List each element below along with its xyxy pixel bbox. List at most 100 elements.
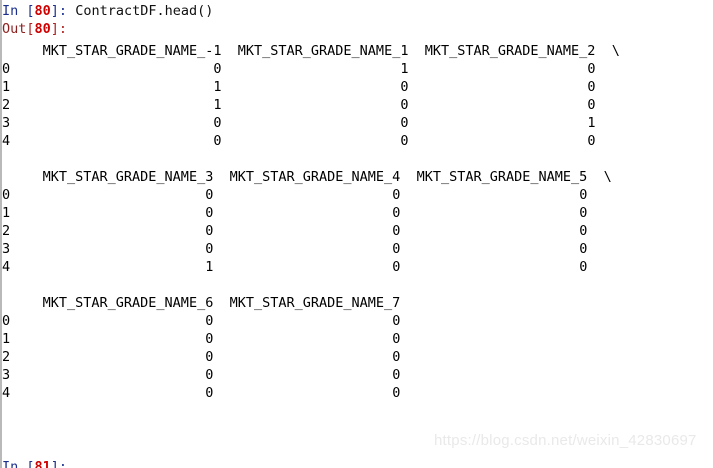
cell-value: 0 — [392, 259, 401, 275]
column-header: MKT_STAR_GRADE_NAME_7 — [229, 295, 401, 311]
cell-value: 0 — [205, 313, 214, 329]
column-header: MKT_STAR_GRADE_NAME_2 — [424, 43, 596, 59]
next-in-prompt-number: 81 — [34, 459, 51, 468]
cell-value: 0 — [392, 205, 401, 221]
dataframe-data-row: 3 0 0 — [2, 366, 713, 384]
csdn-watermark: https://blog.csdn.net/weixin_42830697 — [434, 432, 697, 449]
cell-value: 0 — [392, 313, 401, 329]
dataframe-header-row: MKT_STAR_GRADE_NAME_6 MKT_STAR_GRADE_NAME… — [2, 294, 713, 312]
row-index-label: 3 — [2, 367, 11, 383]
cell-value: 0 — [400, 115, 409, 131]
cell-value: 0 — [392, 223, 401, 239]
dataframe-data-row: 1 0 0 0 — [2, 204, 713, 222]
row-index-label: 3 — [2, 115, 11, 131]
cell-value: 0 — [587, 61, 596, 77]
row-index-label: 0 — [2, 187, 11, 203]
cell-value: 0 — [213, 115, 222, 131]
cell-value: 0 — [205, 241, 214, 257]
row-index-label: 2 — [2, 223, 11, 239]
out-prompt-label: Out — [2, 21, 27, 37]
line-continuation-marker: \ — [611, 43, 620, 59]
dataframe-data-row: 4 1 0 0 — [2, 258, 713, 276]
cell-value: 0 — [579, 259, 588, 275]
cell-value: 0 — [205, 349, 214, 365]
cell-value: 0 — [392, 187, 401, 203]
cell-value: 1 — [587, 115, 596, 131]
in-bracket-close: ]: — [50, 3, 76, 19]
row-index-label: 2 — [2, 97, 11, 113]
cell-value: 0 — [587, 79, 596, 95]
next-in-bracket-open: [ — [26, 459, 35, 468]
cell-value: 0 — [579, 205, 588, 221]
cell-value: 0 — [579, 241, 588, 257]
dataframe-data-row: 1 0 0 — [2, 330, 713, 348]
cell-value: 0 — [392, 241, 401, 257]
cell-value: 0 — [205, 187, 214, 203]
out-bracket-close: ]: — [50, 21, 68, 37]
cell-value: 0 — [587, 97, 596, 113]
cell-value: 0 — [392, 331, 401, 347]
in-prompt-label: In — [2, 3, 27, 19]
cell-value: 0 — [213, 133, 222, 149]
row-index-label: 4 — [2, 133, 11, 149]
dataframe-data-row: 4 0 0 0 — [2, 132, 713, 150]
cell-value: 0 — [392, 349, 401, 365]
cell-value: 0 — [400, 97, 409, 113]
column-header: MKT_STAR_GRADE_NAME_6 — [42, 295, 214, 311]
cell-value: 0 — [205, 385, 214, 401]
column-header: MKT_STAR_GRADE_NAME_3 — [42, 169, 214, 185]
out-bracket-open: [ — [26, 21, 35, 37]
cell-value: 0 — [400, 133, 409, 149]
row-index-label: 4 — [2, 385, 11, 401]
cell-value: 0 — [213, 61, 222, 77]
cell-value: 0 — [400, 79, 409, 95]
next-in-bracket-close: ]: — [50, 459, 68, 468]
row-index-label: 4 — [2, 259, 11, 275]
cell-value: 0 — [587, 133, 596, 149]
row-index-label: 1 — [2, 205, 11, 221]
cell-value: 1 — [205, 259, 214, 275]
dataframe-data-row: 3 0 0 0 — [2, 240, 713, 258]
output-prompt-line: Out[80]: — [2, 20, 713, 38]
dataframe-data-row: 0 0 0 0 — [2, 186, 713, 204]
row-index-label: 0 — [2, 61, 11, 77]
dataframe-header-row: MKT_STAR_GRADE_NAME_3 MKT_STAR_GRADE_NAME… — [2, 168, 713, 186]
cell-value: 1 — [213, 79, 222, 95]
dataframe-data-row: 2 0 0 — [2, 348, 713, 366]
dataframe-header-row: MKT_STAR_GRADE_NAME_-1 MKT_STAR_GRADE_NAM… — [2, 42, 713, 60]
dataframe-data-row: 1 1 0 0 — [2, 78, 713, 96]
cell-value: 0 — [205, 205, 214, 221]
row-index-label: 1 — [2, 79, 11, 95]
line-continuation-marker: \ — [603, 169, 612, 185]
column-header: MKT_STAR_GRADE_NAME_4 — [229, 169, 401, 185]
cell-value: 1 — [213, 97, 222, 113]
row-index-label: 2 — [2, 349, 11, 365]
column-header: MKT_STAR_GRADE_NAME_1 — [237, 43, 409, 59]
cell-value: 0 — [392, 385, 401, 401]
cell-value: 0 — [205, 331, 214, 347]
next-input-prompt-line: In [81]: — [2, 458, 67, 468]
row-index-label: 1 — [2, 331, 11, 347]
cell-value: 0 — [392, 367, 401, 383]
input-command-text[interactable]: ContractDF.head() — [75, 3, 214, 19]
column-header: MKT_STAR_GRADE_NAME_-1 — [42, 43, 222, 59]
out-prompt-number: 80 — [34, 21, 51, 37]
cell-value: 0 — [205, 367, 214, 383]
dataframe-data-row: 0 0 0 — [2, 312, 713, 330]
column-header: MKT_STAR_GRADE_NAME_5 — [416, 169, 588, 185]
dataframe-data-row: 2 1 0 0 — [2, 96, 713, 114]
row-index-label: 3 — [2, 241, 11, 257]
in-prompt-number: 80 — [34, 3, 51, 19]
cell-value: 0 — [579, 223, 588, 239]
in-bracket-open: [ — [26, 3, 35, 19]
dataframe-data-row: 3 0 0 1 — [2, 114, 713, 132]
next-in-prompt-label: In — [2, 459, 27, 468]
cell-value: 0 — [579, 187, 588, 203]
cell-value: 0 — [205, 223, 214, 239]
input-prompt-line: In [80]: ContractDF.head() — [2, 2, 713, 20]
row-index-label: 0 — [2, 313, 11, 329]
dataframe-data-row: 4 0 0 — [2, 384, 713, 402]
